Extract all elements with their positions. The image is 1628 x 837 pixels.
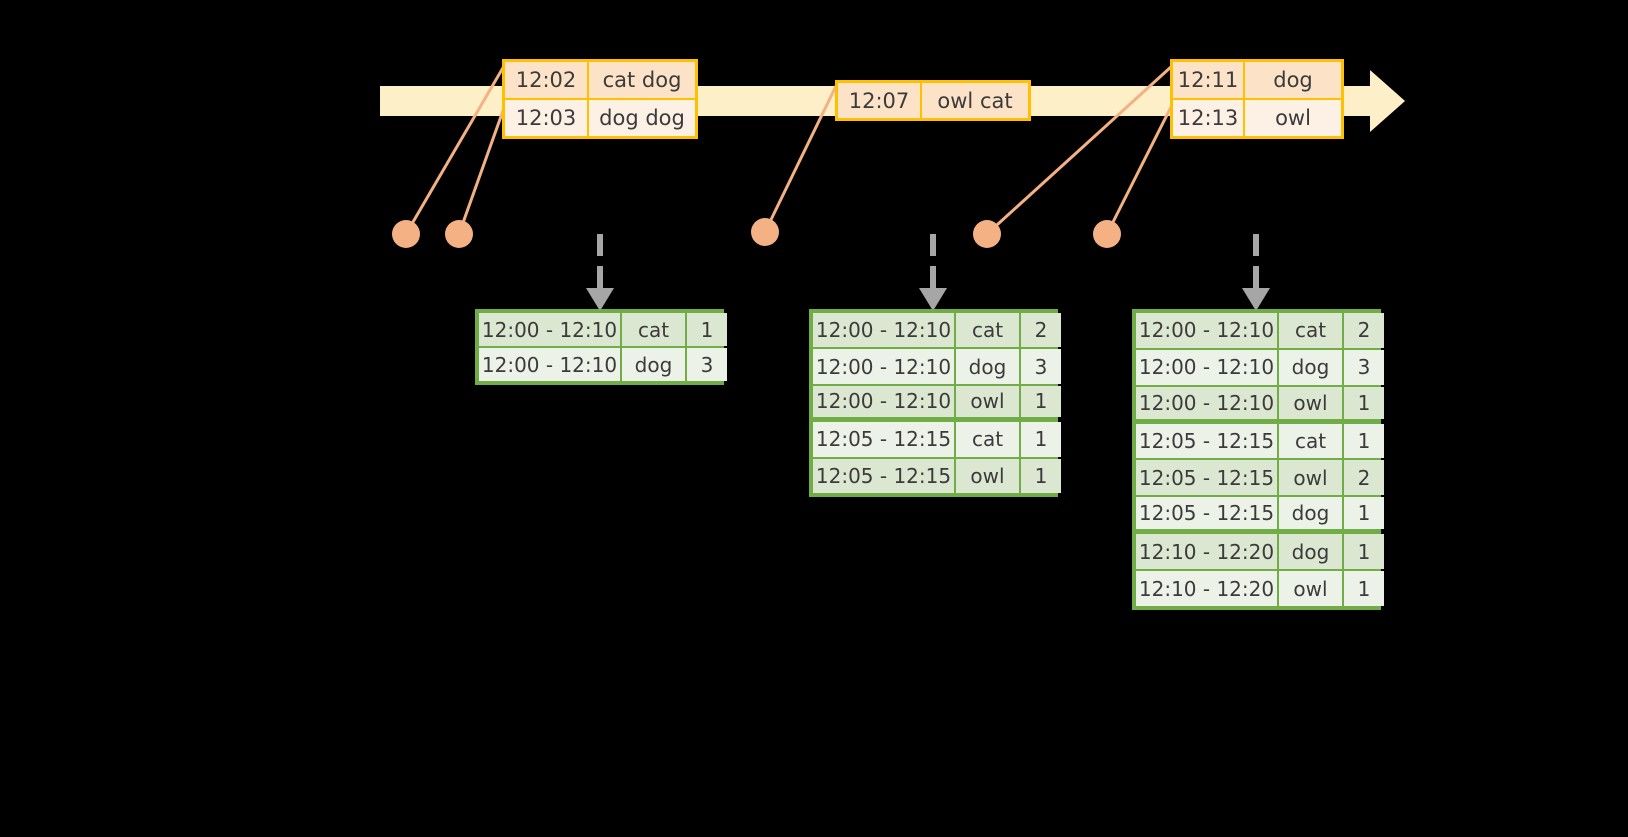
window-cell: 12:00 - 12:10 (479, 313, 620, 346)
event-row[interactable]: 12:03 dog dog (505, 100, 695, 136)
count-cell: 1 (1344, 386, 1384, 419)
word-cell: dog (1279, 349, 1342, 385)
event-row[interactable]: 12:07 owl cat (838, 83, 1028, 118)
count-cell: 3 (687, 348, 727, 381)
word-cell: cat (622, 313, 685, 346)
event-words: cat dog (589, 62, 695, 98)
word-cell: owl (956, 385, 1019, 418)
count-cell: 2 (1344, 460, 1384, 496)
word-cell: owl (1279, 386, 1342, 419)
window-cell: 12:00 - 12:10 (1136, 349, 1277, 385)
word-cell: owl (1279, 460, 1342, 496)
count-cell: 1 (1344, 423, 1384, 459)
count-cell: 1 (1344, 571, 1384, 606)
count-cell: 2 (1021, 313, 1061, 348)
stream-marker-5 (1093, 220, 1121, 248)
window-cell: 12:05 - 12:15 (1136, 423, 1277, 459)
word-cell: cat (1279, 423, 1342, 459)
count-cell: 3 (1021, 349, 1061, 384)
word-cell: owl (956, 458, 1019, 493)
count-cell: 3 (1344, 349, 1384, 385)
event-time: 12:03 (505, 100, 589, 136)
window-cell: 12:05 - 12:15 (1136, 497, 1277, 530)
emit-arrow-3 (1242, 234, 1270, 311)
count-cell: 2 (1344, 313, 1384, 348)
event-group-2[interactable]: 12:07 owl cat (835, 80, 1031, 121)
window-cell: 12:10 - 12:20 (1136, 571, 1277, 606)
window-cell: 12:10 - 12:20 (1136, 534, 1277, 570)
event-group-1[interactable]: 12:02 cat dog 12:03 dog dog (502, 59, 698, 139)
window-cell: 12:00 - 12:10 (479, 348, 620, 381)
window-cell: 12:05 - 12:15 (813, 422, 954, 457)
stream-marker-4 (973, 220, 1001, 248)
word-cell: owl (1279, 571, 1342, 606)
window-cell: 12:00 - 12:10 (813, 385, 954, 418)
event-row[interactable]: 12:13 owl (1173, 100, 1341, 136)
event-time: 12:07 (838, 83, 922, 118)
word-cell: cat (1279, 313, 1342, 348)
event-row[interactable]: 12:02 cat dog (505, 62, 695, 100)
wire-5 (1105, 104, 1174, 235)
window-cell: 12:00 - 12:10 (1136, 386, 1277, 419)
event-time: 12:02 (505, 62, 589, 98)
event-words: owl cat (922, 83, 1028, 118)
word-cell: dog (1279, 497, 1342, 530)
word-cell: cat (956, 313, 1019, 348)
wire-2 (457, 107, 506, 235)
window-cell: 12:05 - 12:15 (813, 458, 954, 493)
emit-arrow-1 (586, 234, 614, 311)
count-cell: 1 (1021, 385, 1061, 418)
event-group-3[interactable]: 12:11 dog 12:13 owl (1170, 59, 1344, 139)
emit-arrow-2 (919, 234, 947, 311)
count-cell: 1 (1021, 422, 1061, 457)
word-cell: dog (1279, 534, 1342, 570)
stream-marker-2 (445, 220, 473, 248)
event-time: 12:13 (1173, 100, 1245, 136)
word-cell: cat (956, 422, 1019, 457)
window-cell: 12:05 - 12:15 (1136, 460, 1277, 496)
window-cell: 12:00 - 12:10 (1136, 313, 1277, 348)
event-row[interactable]: 12:11 dog (1173, 62, 1341, 100)
count-cell: 1 (1344, 534, 1384, 570)
count-cell: 1 (1021, 458, 1061, 493)
count-cell: 1 (687, 313, 727, 346)
window-cell: 12:00 - 12:10 (813, 349, 954, 384)
count-cell: 1 (1344, 497, 1384, 530)
word-cell: dog (956, 349, 1019, 384)
stream-marker-3 (751, 218, 779, 246)
word-cell: dog (622, 348, 685, 381)
event-words: dog dog (589, 100, 695, 136)
stream-marker-1 (392, 220, 420, 248)
event-time: 12:11 (1173, 62, 1245, 98)
event-words: owl (1245, 100, 1341, 136)
event-words: dog (1245, 62, 1341, 98)
window-cell: 12:00 - 12:10 (813, 313, 954, 348)
